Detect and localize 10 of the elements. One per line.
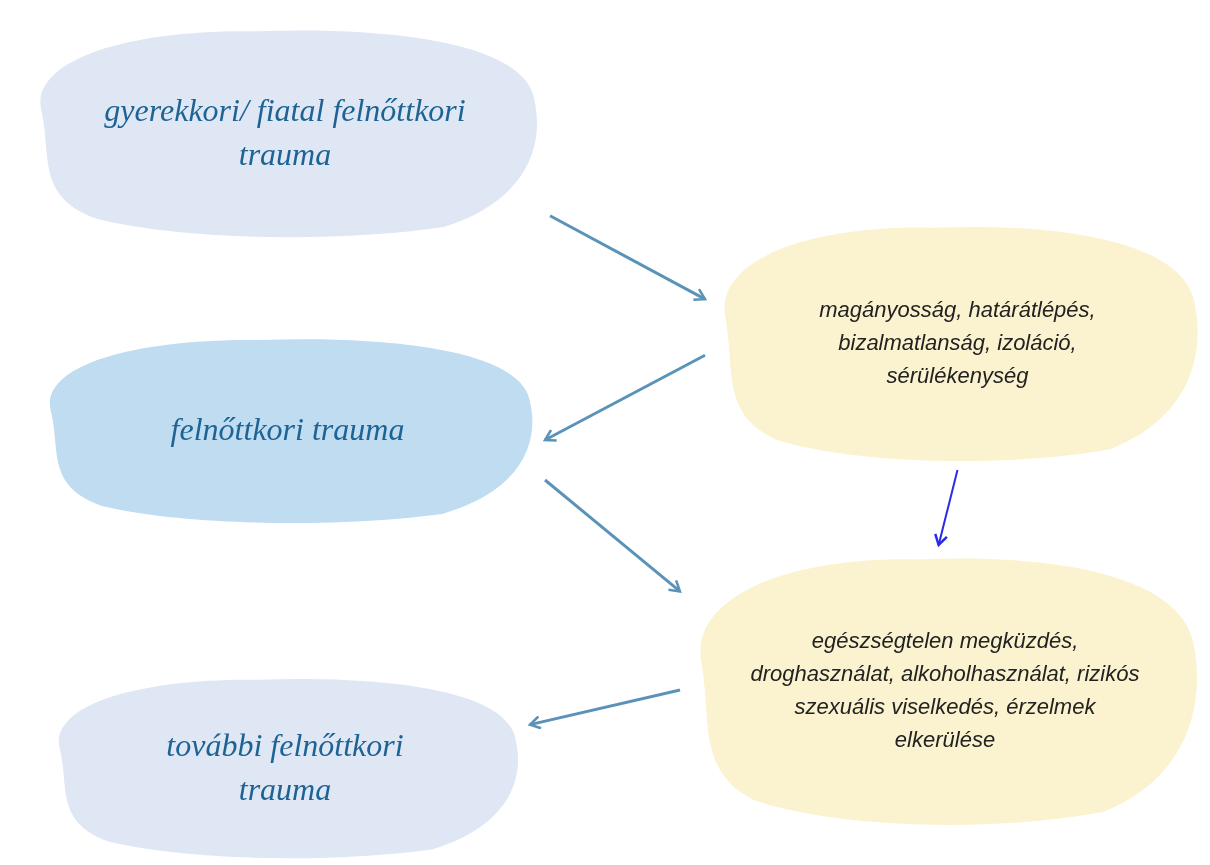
arrow [528,688,681,730]
arrow [543,353,706,442]
node-text: további felnőttkori trauma [165,726,405,809]
arrow [549,214,707,301]
node-text: gyerekkori/ fiatal felnőttkori trauma [103,91,467,174]
arrow [934,469,959,547]
node-text: egészségtelen megküzdés, droghasználat, alkoholhasználat, rizikós szexuális viselkedés, érzelmek elkerülése [749,627,1141,754]
arrow [544,478,682,593]
node-text: felnőttkori trauma [170,410,405,450]
node-text: magányosság, határátlépés, bizalmatlanság, izoláció, sérülékenység [818,296,1097,390]
